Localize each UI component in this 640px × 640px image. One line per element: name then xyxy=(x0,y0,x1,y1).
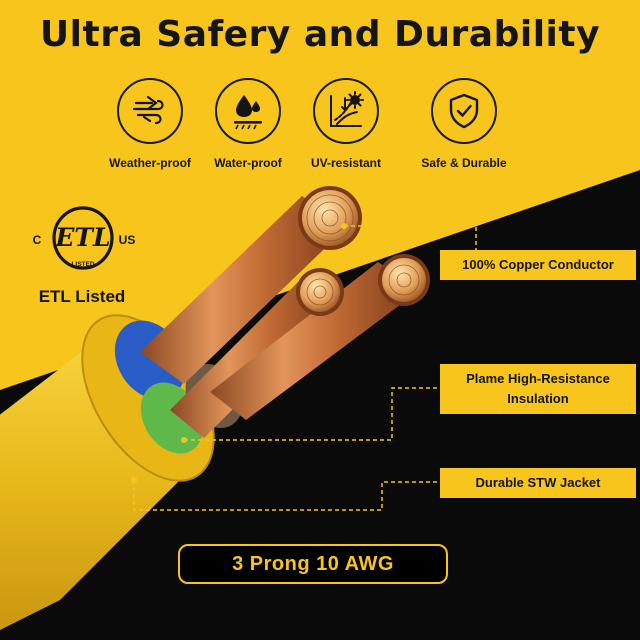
etl-certification: ETL C US LISTED ETL Listed xyxy=(22,200,142,307)
feature-safe-durable: Safe & Durable xyxy=(404,78,524,170)
svg-text:C: C xyxy=(33,233,42,247)
callout-stw-jacket: Durable STW Jacket xyxy=(440,468,636,498)
feature-label: Water-proof xyxy=(214,156,282,170)
feature-uv-resistant: UV-resistant xyxy=(286,78,406,170)
feature-water-proof: Water-proof xyxy=(188,78,308,170)
feature-weather-proof: Weather-proof xyxy=(90,78,210,170)
sun-ray-icon xyxy=(330,91,364,127)
callout-insulation: Plame High-Resistance Insulation xyxy=(440,364,636,414)
etl-label: ETL Listed xyxy=(38,287,126,306)
feature-row: Weather-proof Water-proof xyxy=(0,78,640,178)
callout-copper-conductor: 100% Copper Conductor xyxy=(440,250,636,280)
strand-end-right xyxy=(378,254,430,306)
svg-text:LISTED: LISTED xyxy=(71,261,94,268)
wind-icon xyxy=(132,95,164,125)
svg-text:ETL: ETL xyxy=(54,223,110,252)
feature-label: UV-resistant xyxy=(310,156,382,170)
feature-label: Safe & Durable xyxy=(421,156,507,170)
water-drop-icon xyxy=(234,95,262,130)
feature-label: Weather-proof xyxy=(109,156,191,170)
strand-end-top xyxy=(298,186,362,250)
etl-logo: ETL C US LISTED xyxy=(33,206,136,270)
shield-check-icon xyxy=(449,93,479,129)
spec-badge: 3 Prong 10 AWG xyxy=(178,544,448,584)
svg-text:US: US xyxy=(119,233,136,247)
headline: Ultra Safery and Durability xyxy=(39,14,601,55)
strand-end-middle xyxy=(296,268,344,316)
